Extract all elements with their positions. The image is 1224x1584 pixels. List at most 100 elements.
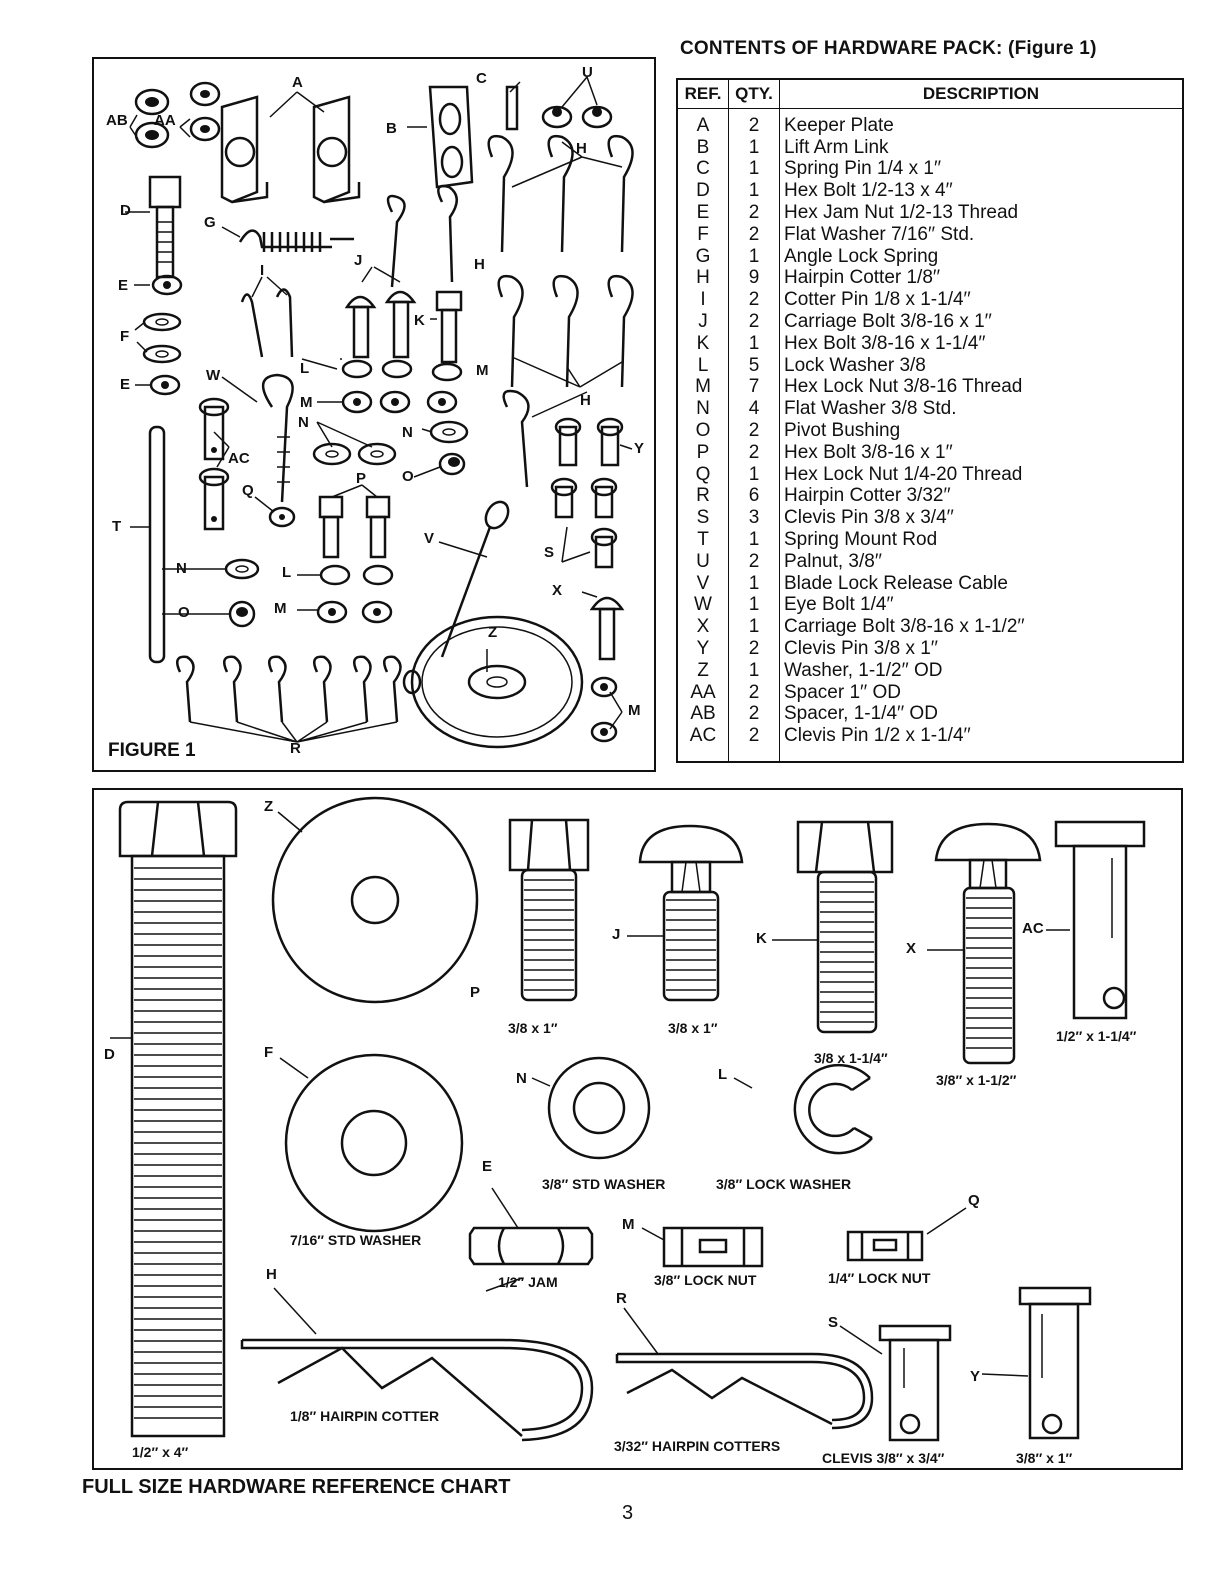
fig1-label-z: Z	[488, 624, 498, 641]
table-cell-ref: S	[677, 507, 729, 529]
keeper-plate-icon	[220, 95, 361, 204]
table-cell-description: Clevis Pin 3/8 x 3/4′′	[784, 507, 954, 529]
table-cell-ref: N	[677, 398, 729, 420]
table-cell-qty: 2	[728, 108, 780, 137]
chart-label-d: D	[104, 1046, 115, 1063]
chart-caption-s: CLEVIS 3/8′′ x 3/4′′	[822, 1450, 945, 1466]
lock-nut-m-icon	[341, 390, 458, 414]
chart-caption-m: 3/8′′ LOCK NUT	[654, 1272, 757, 1288]
table-cell-ref: B	[677, 136, 729, 159]
table-cell-description: Carriage Bolt 3/8-16 x 1′′	[784, 310, 992, 332]
fig1-label-f: F	[120, 328, 130, 345]
table-cell-description: Hex Bolt 1/2-13 x 4′′	[784, 180, 953, 202]
table-cell-ref: Z	[677, 659, 729, 682]
table-cell-qty: 2	[728, 550, 780, 573]
palnut-icon	[541, 105, 613, 129]
chart-caption-p: 3/8 x 1′′	[508, 1020, 558, 1036]
carriage-bolt-x-icon	[589, 596, 625, 661]
table-cell-ref: J	[677, 310, 729, 333]
clevis-pin-y-icon	[554, 417, 624, 467]
table-cell-qty: 1	[728, 463, 780, 486]
fig1-label-n3: N	[176, 560, 187, 577]
fig1-label-t: T	[112, 518, 122, 535]
fig1-label-r: R	[290, 740, 301, 757]
header-qty: QTY.	[728, 78, 780, 109]
table-cell-description: Flat Washer 7/16′′ Std.	[784, 223, 975, 245]
hairpin-cotter-h-full-icon	[240, 1338, 594, 1442]
blade-lock-release-cable-icon	[402, 500, 584, 749]
table-cell-description: Eye Bolt 1/4′′	[784, 594, 894, 616]
fig1-label-m3: M	[274, 600, 287, 617]
hardware-lower-left-icon	[224, 558, 394, 628]
fig1-label-ab: AB	[106, 112, 128, 129]
figure1-illustration	[125, 76, 634, 749]
table-cell-qty: 1	[728, 136, 780, 159]
table-cell-ref: E	[677, 201, 729, 224]
fig1-label-ac: AC	[228, 450, 250, 467]
table-cell-description: Lift Arm Link	[784, 136, 889, 158]
table-cell-qty: 2	[728, 201, 780, 224]
jam-nut-e2-icon	[149, 374, 181, 396]
lock-washer-l-icon	[341, 359, 463, 382]
header-ref: REF.	[676, 78, 729, 109]
table-cell-ref: O	[677, 419, 729, 442]
fig1-label-x: X	[552, 582, 563, 599]
chart-label-e: E	[482, 1158, 493, 1175]
fig1-label-m4: M	[628, 702, 641, 719]
table-cell-description: Clevis Pin 1/2 x 1-1/4′′	[784, 725, 971, 747]
fig1-label-k: K	[414, 312, 425, 329]
lock-nut-q-full-icon	[846, 1230, 924, 1262]
table-cell-qty: 2	[728, 289, 780, 311]
contents-title: CONTENTS OF HARDWARE PACK: (Figure 1)	[680, 38, 1097, 59]
spacer-aa-icon	[189, 81, 221, 142]
table-cell-qty: 2	[728, 223, 780, 246]
table-cell-qty: 9	[728, 267, 780, 290]
chart-caption-x: 3/8′′ x 1-1/2′′	[936, 1072, 1017, 1088]
fig1-label-q: Q	[242, 482, 254, 499]
fig1-label-y: Y	[634, 440, 645, 457]
fig1-label-u: U	[582, 64, 593, 81]
table-cell-qty: 2	[728, 703, 780, 726]
table-cell-qty: 1	[728, 158, 780, 181]
chart-label-s: S	[828, 1314, 839, 1331]
fig1-label-m1: M	[476, 362, 489, 379]
fig1-label-i: I	[260, 262, 265, 279]
table-cell-ref: R	[677, 485, 729, 508]
fig1-label-l2: L	[282, 564, 292, 581]
chart-caption-k: 3/8 x 1-1/4′′	[814, 1050, 888, 1066]
table-cell-ref: Y	[677, 637, 729, 660]
header-description: DESCRIPTION	[779, 78, 1184, 109]
table-cell-description: Keeper Plate	[784, 114, 894, 136]
figure1-frame	[92, 57, 656, 772]
fig1-label-j: J	[354, 252, 363, 269]
table-cell-ref: U	[677, 550, 729, 573]
table-cell-description: Spacer 1′′ OD	[784, 681, 901, 703]
table-cell-description: Clevis Pin 3/8 x 1′′	[784, 637, 938, 659]
fig1-label-h1: H	[576, 140, 587, 157]
fig1-label-s: S	[544, 544, 555, 561]
carriage-bolt-j-icon	[344, 290, 417, 359]
table-cell-ref: L	[677, 354, 729, 377]
chart-caption-h: 1/8′′ HAIRPIN COTTER	[290, 1408, 440, 1424]
chart-label-j: J	[612, 926, 621, 943]
jam-nut-e-icon	[151, 274, 183, 296]
lock-washer-l-full-icon	[793, 1063, 873, 1155]
hex-bolt-k-full-icon	[796, 820, 894, 1034]
fig1-label-c: C	[476, 70, 487, 87]
table-cell-ref: M	[677, 376, 729, 399]
fig1-label-a: A	[292, 74, 303, 91]
table-cell-qty: 2	[728, 637, 780, 660]
lock-nut-m-bottom-icon	[590, 676, 618, 743]
chart-label-x: X	[906, 940, 917, 957]
table-cell-qty: 2	[728, 441, 780, 464]
